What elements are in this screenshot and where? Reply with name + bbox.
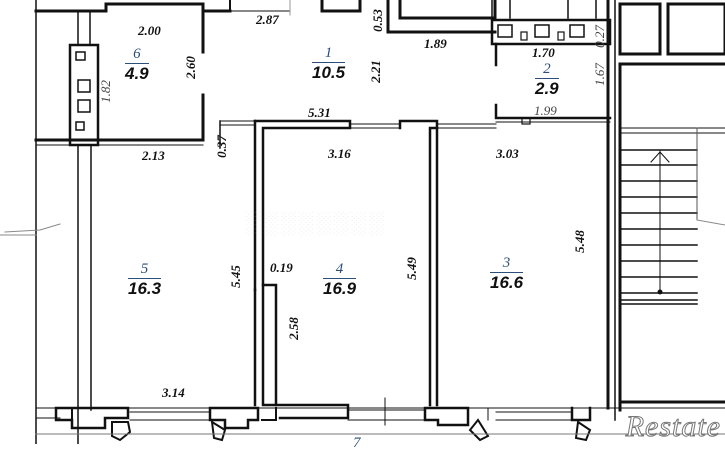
dimension-2-87: 2.87 — [256, 12, 279, 27]
dimension-5-49: 5.49 — [403, 257, 419, 280]
room-5-area: 16.3 — [128, 279, 162, 298]
dimension-2-00: 2.00 — [138, 23, 161, 38]
dimension-1-82: 1.82 — [97, 80, 113, 103]
dimension-5-31: 5.31 — [308, 105, 331, 120]
dimension-0-53: 0.53 — [369, 9, 385, 32]
room-4-label: 4 16.9 — [323, 262, 357, 298]
room-6-area: 4.9 — [125, 64, 149, 83]
dimension-3-03: 3.03 — [496, 146, 519, 161]
room-2-area: 2.9 — [535, 79, 559, 98]
room-7-label: 7 — [350, 436, 364, 452]
room-1-area: 10.5 — [312, 63, 346, 82]
dimension-2-60: 2.60 — [182, 56, 198, 79]
dimension-0-19: 0.19 — [270, 260, 293, 275]
room-5-label: 5 16.3 — [128, 262, 162, 298]
room-2-label: 2 2.9 — [535, 62, 559, 97]
dimension-0-37: 0.37 — [213, 135, 229, 158]
room-3-label: 3 16.6 — [490, 256, 524, 292]
faint-watermark-text: ░░░░░░░░ — [245, 210, 386, 235]
dimension-1-67: 1.67 — [591, 63, 607, 86]
room-3-number: 3 — [490, 256, 524, 273]
room-1-label: 1 10.5 — [312, 46, 346, 82]
room-3-area: 16.6 — [490, 273, 524, 292]
dimension-1-70: 1.70 — [532, 45, 555, 60]
dimension-3-14: 3.14 — [162, 385, 185, 400]
dimension-2-13: 2.13 — [142, 148, 165, 163]
restate-watermark: Restate — [625, 410, 721, 444]
room-4-area: 16.9 — [323, 279, 357, 298]
room-6-label: 6 4.9 — [125, 47, 149, 82]
dimension-5-48: 5.48 — [571, 230, 587, 253]
dimension-1-89: 1.89 — [424, 36, 447, 51]
dimension-0-27: 0.27 — [591, 25, 607, 48]
dimension-3-16: 3.16 — [328, 146, 351, 161]
dimension-2-58: 2.58 — [285, 317, 301, 340]
dimension-5-45: 5.45 — [227, 265, 243, 288]
dimension-1-99: 1.99 — [534, 103, 557, 118]
room-6-number: 6 — [125, 47, 149, 64]
room-2-number: 2 — [535, 62, 559, 79]
room-7-number: 7 — [353, 435, 361, 451]
room-4-number: 4 — [323, 262, 357, 279]
room-5-number: 5 — [128, 262, 162, 279]
dimension-2-21: 2.21 — [367, 60, 383, 83]
room-1-number: 1 — [312, 46, 346, 63]
